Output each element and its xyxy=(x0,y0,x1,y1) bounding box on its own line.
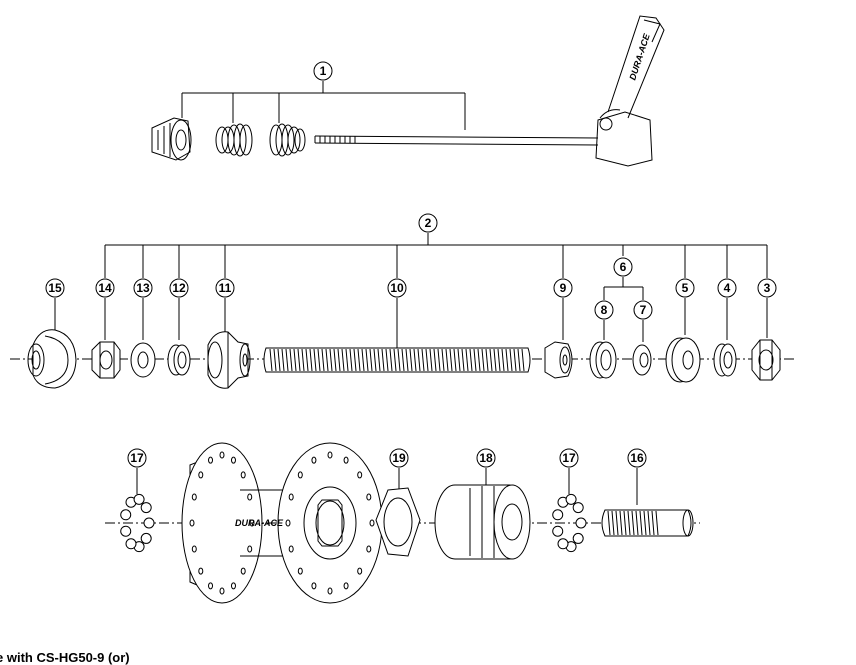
lever-logo: DURA-ACE xyxy=(627,32,652,82)
svg-text:8: 8 xyxy=(601,303,608,317)
hub-logo: DURA-ACE xyxy=(235,518,284,528)
svg-text:14: 14 xyxy=(98,281,112,295)
hub-body: DURA-ACE xyxy=(181,442,383,604)
axle-assembly-callout-brackets xyxy=(54,233,768,348)
callout-11: 11 xyxy=(215,278,235,298)
diagram-caption: e with CS-HG50-9 (or) xyxy=(0,650,130,665)
svg-text:18: 18 xyxy=(479,451,493,465)
part-14-lock-nut xyxy=(91,341,121,379)
callout-4: 4 xyxy=(717,278,737,298)
svg-text:10: 10 xyxy=(390,281,404,295)
part-17-bearing-balls-left xyxy=(120,493,155,553)
part-7-washer xyxy=(632,344,652,376)
callout-9: 9 xyxy=(553,278,573,298)
callout-7: 7 xyxy=(633,300,653,320)
svg-text:17: 17 xyxy=(130,451,144,465)
callout-15: 15 xyxy=(45,278,65,298)
callout-3: 3 xyxy=(757,278,777,298)
callout-17-left: 17 xyxy=(127,448,147,468)
svg-text:2: 2 xyxy=(425,216,432,230)
svg-text:13: 13 xyxy=(136,281,150,295)
callout-10: 10 xyxy=(387,278,407,298)
part-13-washer xyxy=(130,342,156,378)
part-4-washer xyxy=(713,343,737,377)
svg-text:15: 15 xyxy=(48,281,62,295)
part-3-lock-nut xyxy=(751,339,781,381)
part-10-axle xyxy=(263,347,531,373)
svg-text:1: 1 xyxy=(320,64,327,78)
svg-text:5: 5 xyxy=(682,281,689,295)
skewer-rod xyxy=(314,135,599,146)
svg-text:16: 16 xyxy=(630,451,644,465)
svg-text:6: 6 xyxy=(620,260,627,274)
part-5-spacer xyxy=(665,337,701,383)
part-15-dust-cap xyxy=(27,329,77,389)
svg-text:11: 11 xyxy=(219,281,232,295)
callout-8: 8 xyxy=(594,300,614,320)
skewer-lever: DURA-ACE xyxy=(595,15,665,167)
callout-19: 19 xyxy=(389,448,409,468)
part-19-spacer-ring xyxy=(375,487,421,557)
callout-14: 14 xyxy=(95,278,115,298)
callout-2: 2 xyxy=(418,213,438,233)
svg-text:17: 17 xyxy=(562,451,576,465)
svg-text:12: 12 xyxy=(172,281,186,295)
part-8-locknut xyxy=(589,341,617,379)
callout-1: 1 xyxy=(313,61,333,81)
part-17-bearing-balls-right xyxy=(552,493,587,553)
part-12-spacer xyxy=(167,344,191,376)
callout-13: 13 xyxy=(133,278,153,298)
part-16-freehub-sleeve xyxy=(601,509,694,537)
svg-text:19: 19 xyxy=(392,451,406,465)
callout-16: 16 xyxy=(627,448,647,468)
part-11-cone xyxy=(207,331,251,389)
quick-release-assembly: DURA-ACE xyxy=(151,15,665,167)
callout-5: 5 xyxy=(675,278,695,298)
svg-text:4: 4 xyxy=(724,281,731,295)
skewer-spring-2 xyxy=(269,123,306,157)
svg-text:9: 9 xyxy=(560,281,567,295)
callout-12: 12 xyxy=(169,278,189,298)
part-18-freehub-body xyxy=(434,484,531,560)
part-9-cone xyxy=(544,341,573,379)
callout-18: 18 xyxy=(476,448,496,468)
skewer-spring-1 xyxy=(215,123,253,157)
svg-text:3: 3 xyxy=(764,281,771,295)
callout-17-right: 17 xyxy=(559,448,579,468)
skewer-nut xyxy=(151,117,192,161)
callout-6: 6 xyxy=(613,257,633,277)
svg-text:7: 7 xyxy=(640,303,647,317)
